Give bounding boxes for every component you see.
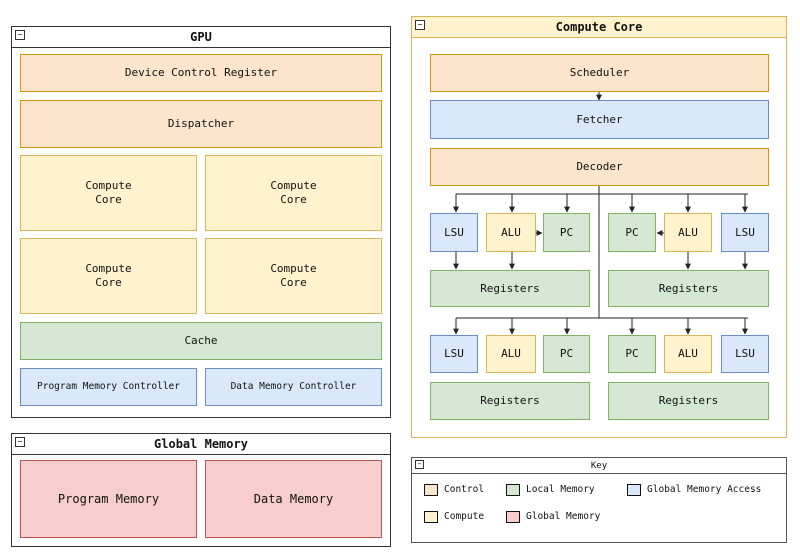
compute-core-3: Compute Core <box>20 238 197 314</box>
cache: Cache <box>20 322 382 360</box>
key-swatch-local-memory <box>506 484 520 496</box>
pc-4: PC <box>608 335 656 373</box>
collapse-icon[interactable]: − <box>415 460 424 469</box>
lsu-3: LSU <box>430 335 478 373</box>
pc-2: PC <box>608 213 656 252</box>
pc-3: PC <box>543 335 590 373</box>
registers-2: Registers <box>608 270 769 307</box>
gpu-panel-header: GPU <box>12 27 390 48</box>
key-title: Key <box>590 460 608 471</box>
compute-core-title: Compute Core <box>555 20 643 34</box>
alu-1: ALU <box>486 213 536 252</box>
collapse-icon[interactable]: − <box>15 437 25 447</box>
global-memory-panel-header: Global Memory <box>12 434 390 455</box>
dispatcher: Dispatcher <box>20 100 382 148</box>
compute-core-4: Compute Core <box>205 238 382 314</box>
fetcher: Fetcher <box>430 100 769 139</box>
lsu-4: LSU <box>721 335 769 373</box>
compute-core-2: Compute Core <box>205 155 382 231</box>
key-label-global-memory: Global Memory <box>526 511 601 522</box>
pc-1: PC <box>543 213 590 252</box>
registers-3: Registers <box>430 382 590 420</box>
compute-core-1: Compute Core <box>20 155 197 231</box>
alu-3: ALU <box>486 335 536 373</box>
key-swatch-control <box>424 484 438 496</box>
key-label-global-memory-access: Global Memory Access <box>647 484 762 495</box>
registers-4: Registers <box>608 382 769 420</box>
data-memory: Data Memory <box>205 460 382 538</box>
key-panel: Key − <box>411 457 787 543</box>
decoder: Decoder <box>430 148 769 186</box>
key-label-compute: Compute <box>444 511 485 522</box>
key-swatch-compute <box>424 511 438 523</box>
device-control-register: Device Control Register <box>20 54 382 92</box>
compute-core-panel-header: Compute Core <box>412 17 786 38</box>
registers-1: Registers <box>430 270 590 307</box>
alu-2: ALU <box>664 213 712 252</box>
lsu-1: LSU <box>430 213 478 252</box>
global-memory-title: Global Memory <box>154 437 248 451</box>
scheduler: Scheduler <box>430 54 769 92</box>
program-memory: Program Memory <box>20 460 197 538</box>
data-memory-controller: Data Memory Controller <box>205 368 382 406</box>
lsu-2: LSU <box>721 213 769 252</box>
key-swatch-global-memory <box>506 511 520 523</box>
gpu-title: GPU <box>190 30 212 44</box>
collapse-icon[interactable]: − <box>415 20 425 30</box>
alu-4: ALU <box>664 335 712 373</box>
collapse-icon[interactable]: − <box>15 30 25 40</box>
key-panel-header: Key <box>412 458 786 474</box>
key-swatch-global-memory-access <box>627 484 641 496</box>
key-label-local-memory: Local Memory <box>526 484 595 495</box>
key-label-control: Control <box>444 484 485 495</box>
program-memory-controller: Program Memory Controller <box>20 368 197 406</box>
